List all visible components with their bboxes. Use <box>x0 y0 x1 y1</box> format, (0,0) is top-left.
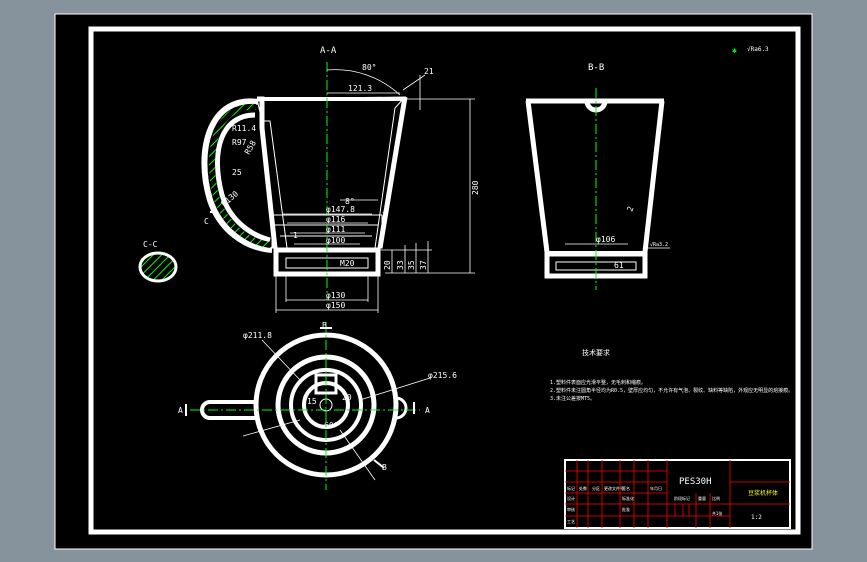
bb-bottom-thread: 61 <box>614 261 624 270</box>
section-aa-view: A-A <box>201 46 475 313</box>
section-bb-label: B-B <box>588 63 604 73</box>
dim-d4: φ100 <box>326 236 345 245</box>
dim-r2: R97 <box>232 138 247 147</box>
dim-h4: 37 <box>419 260 428 270</box>
row-label-2: 工艺 <box>567 519 575 524</box>
sign-cell-0: 标准化 <box>622 495 634 501</box>
bb-thickness: 2 <box>625 205 635 213</box>
top-angle: 60° <box>324 421 338 430</box>
top-view <box>185 322 431 490</box>
note-line-1: 1.塑料件表面应光滑平整，无毛刺和缩痕。 <box>550 379 646 386</box>
dim-lip-height: 21 <box>424 67 434 76</box>
roughness-star-icon: ✱ <box>732 46 737 55</box>
title-block: 标记 处数 分区 更改文件号 签名 年月日 设计 审核 工艺 标准化 批准 阶段… <box>564 459 791 529</box>
dim-angle: 80° <box>362 63 376 72</box>
note-line-2: 2.塑料件未注圆角半径均为R0.5，壁厚应均匀，不允许有气泡、裂纹、缺料等缺陷，… <box>550 387 793 394</box>
dim-d1: φ147.8 <box>326 205 355 214</box>
section-aa-dimensions: 80° 21 121.3 280 8° 2 φ147.8 φ116 φ111 φ… <box>204 63 480 310</box>
section-cc-label: C-C <box>143 240 158 249</box>
scale-value: 1:2 <box>751 514 762 521</box>
hdr-cell-4: 签名 <box>622 485 630 491</box>
dim-top-width: 121.3 <box>348 84 372 93</box>
row-label-1: 审核 <box>567 506 575 512</box>
hdr-cell-0: 标记 <box>567 485 575 491</box>
marker-a-right: A <box>425 406 430 415</box>
dim-d6: φ150 <box>326 301 345 310</box>
note-line-3: 3.未注公差按MT5。 <box>550 395 595 402</box>
dim-taper: 8° <box>345 197 355 206</box>
roughness-value: √Ra6.3 <box>747 46 769 53</box>
hdr-cell-5: 年月日 <box>650 485 662 491</box>
notes-title: 技术要求 <box>582 348 610 357</box>
section-aa-label: A-A <box>320 46 337 56</box>
sheet-label: 共1张 <box>712 510 722 516</box>
dim-d5: φ130 <box>326 291 345 300</box>
top-d3: 15 <box>307 397 317 406</box>
dim-r1: R11.4 <box>232 124 256 133</box>
section-cc-view: C-C <box>138 240 178 283</box>
marker-b-bottom: B <box>382 463 387 472</box>
bb-roughness-note: √Ra3.2 <box>650 242 668 248</box>
dim-thread: M20 <box>340 259 355 268</box>
marker-c: C <box>204 217 209 226</box>
hdr-cell-2: 分区 <box>592 485 600 491</box>
dim-height: 280 <box>471 180 480 195</box>
drawing-border <box>88 26 801 535</box>
weight-label: 重量 <box>698 495 706 501</box>
scale-label: 比例 <box>712 495 720 501</box>
dim-d3: φ111 <box>326 225 345 234</box>
dim-step: 1 <box>293 231 298 240</box>
roughness-symbol: ✱ √Ra6.3 <box>732 46 769 55</box>
section-bb-view: B-B <box>525 63 670 290</box>
sign-cell-1: 批准 <box>622 506 630 512</box>
top-view-labels: B A A B φ211.8 φ215.6 15 20 60° <box>178 321 457 472</box>
marker-b-top: B <box>322 321 327 330</box>
technical-notes: 技术要求 1.塑料件表面应光滑平整，无毛刺和缩痕。 2.塑料件未注圆角半径均为R… <box>550 348 793 402</box>
top-d2: φ215.6 <box>428 371 457 380</box>
row-label-0: 设计 <box>567 495 575 501</box>
marker-a-left: A <box>178 406 183 415</box>
top-d1: φ211.8 <box>243 331 272 340</box>
hdr-cell-1: 处数 <box>579 485 587 491</box>
top-d4: 20 <box>342 393 352 402</box>
dim-d2: φ116 <box>326 215 345 224</box>
bb-diameter: φ106 <box>596 235 615 244</box>
dim-h2: 33 <box>396 260 405 270</box>
material-text: PES30H <box>679 477 712 487</box>
dim-h3: 35 <box>407 260 416 270</box>
section-bb-dimensions: φ106 2 61 √Ra3.2 <box>596 205 668 270</box>
hdr-cell-3: 更改文件号 <box>604 485 624 491</box>
dim-wall: 2 <box>382 211 387 220</box>
dim-r4: 25 <box>232 168 242 177</box>
product-name: 豆浆机杯体 <box>748 489 778 497</box>
stage-label: 阶段标记 <box>674 495 690 501</box>
dim-h1: 20 <box>383 260 392 270</box>
